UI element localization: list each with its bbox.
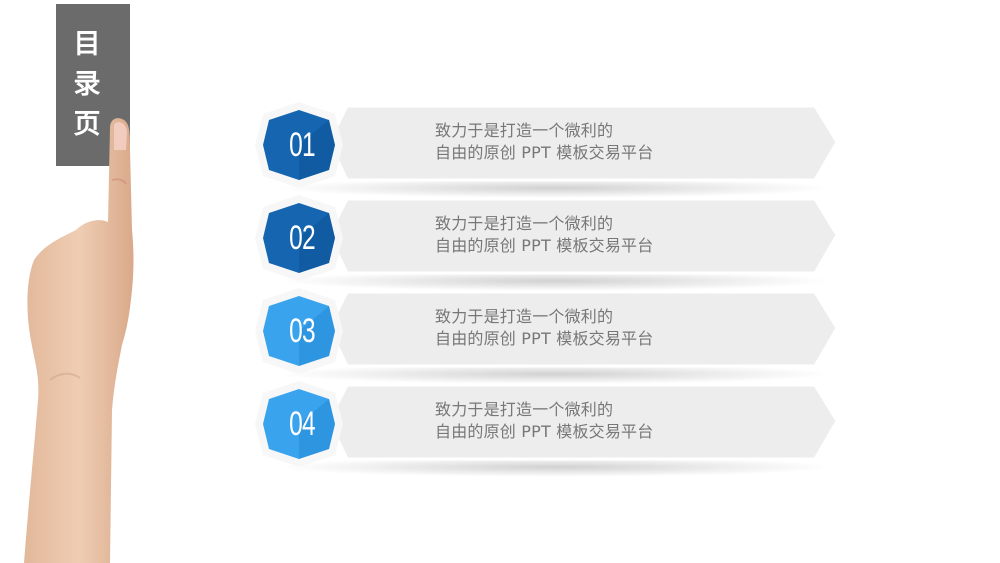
toc-item-1[interactable]: 01 致力于是打造一个微利的 自由的原创 PPT 模板交易平台: [255, 100, 855, 198]
card-shadow: [275, 271, 835, 291]
item-number: 04: [289, 404, 316, 443]
item-number: 01: [289, 125, 316, 164]
card-shape: [255, 288, 839, 374]
item-text: 致力于是打造一个微利的 自由的原创 PPT 模板交易平台: [435, 399, 653, 443]
item-line-2: 自由的原创 PPT 模板交易平台: [435, 236, 654, 255]
pointing-hand-image: [24, 118, 134, 563]
toc-item-3[interactable]: 03 致力于是打造一个微利的 自由的原创 PPT 模板交易平台: [255, 286, 855, 384]
card-shape: [255, 102, 839, 188]
item-line-2: 自由的原创 PPT 模板交易平台: [435, 422, 654, 441]
card-shape: [255, 195, 839, 281]
toc-item-2[interactable]: 02 致力于是打造一个微利的 自由的原创 PPT 模板交易平台: [255, 193, 855, 291]
card-shadow: [275, 178, 835, 198]
item-line-1: 致力于是打造一个微利的: [435, 307, 614, 326]
item-number: 02: [289, 218, 316, 257]
item-text: 致力于是打造一个微利的 自由的原创 PPT 模板交易平台: [435, 120, 653, 164]
title-char-1: 目: [73, 29, 101, 60]
item-text: 致力于是打造一个微利的 自由的原创 PPT 模板交易平台: [435, 213, 653, 257]
number-hexagon: [263, 110, 335, 180]
item-line-1: 致力于是打造一个微利的: [435, 400, 614, 419]
item-number: 03: [289, 311, 316, 350]
item-line-1: 致力于是打造一个微利的: [435, 121, 614, 140]
toc-title-box: 目 录 页: [56, 4, 130, 166]
toc-item-4[interactable]: 04 致力于是打造一个微利的 自由的原创 PPT 模板交易平台: [255, 379, 855, 477]
card-shadow: [275, 364, 835, 384]
title-char-2: 录: [73, 69, 101, 100]
item-line-2: 自由的原创 PPT 模板交易平台: [435, 143, 654, 162]
number-hexagon: [263, 296, 335, 366]
item-line-2: 自由的原创 PPT 模板交易平台: [435, 329, 654, 348]
card-shadow: [275, 457, 835, 477]
number-hexagon: [263, 203, 335, 273]
title-char-3: 页: [73, 109, 101, 140]
item-line-1: 致力于是打造一个微利的: [435, 214, 614, 233]
card-shape: [255, 381, 839, 467]
item-text: 致力于是打造一个微利的 自由的原创 PPT 模板交易平台: [435, 306, 653, 350]
number-hexagon: [263, 389, 335, 459]
